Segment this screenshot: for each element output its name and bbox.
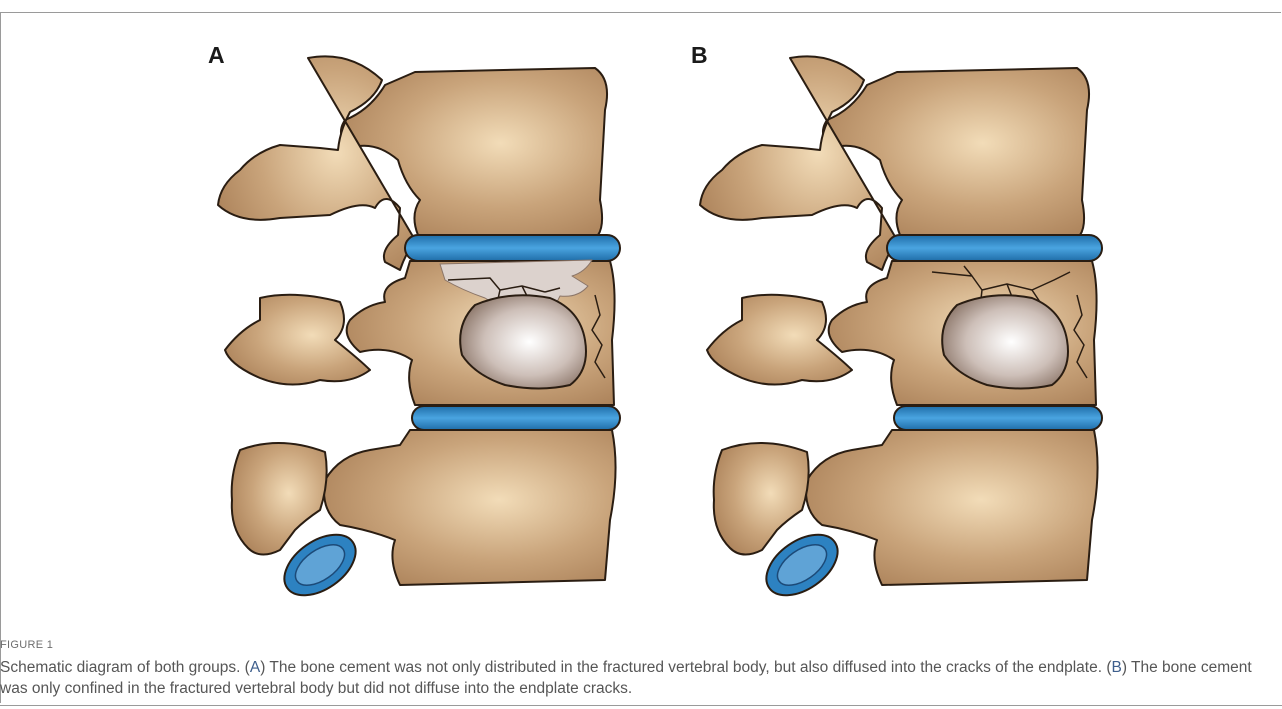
lower-vertebral-body bbox=[324, 430, 616, 585]
figure-number: FIGURE 1 bbox=[0, 639, 53, 651]
figure-divider bbox=[0, 705, 1282, 706]
upper-vertebral-body bbox=[823, 68, 1089, 235]
spine-illustration-b bbox=[682, 40, 1122, 610]
lower-vertebral-body bbox=[806, 430, 1098, 585]
caption-ref-a: A bbox=[250, 659, 260, 676]
upper-disc bbox=[887, 235, 1102, 261]
lower-disc bbox=[412, 406, 620, 430]
upper-vertebral-body bbox=[341, 68, 607, 235]
lower-process bbox=[714, 443, 809, 555]
caption-text-a: ) The bone cement was not only distribut… bbox=[260, 659, 1111, 676]
lower-process bbox=[232, 443, 327, 555]
caption-lead: Schematic diagram of both groups. ( bbox=[0, 659, 250, 676]
caption-ref-b: B bbox=[1111, 659, 1121, 676]
spine-illustration-a bbox=[200, 40, 640, 610]
lower-disc bbox=[894, 406, 1102, 430]
upper-disc bbox=[405, 235, 620, 261]
figure-caption: Schematic diagram of both groups. (A) Th… bbox=[0, 657, 1282, 699]
